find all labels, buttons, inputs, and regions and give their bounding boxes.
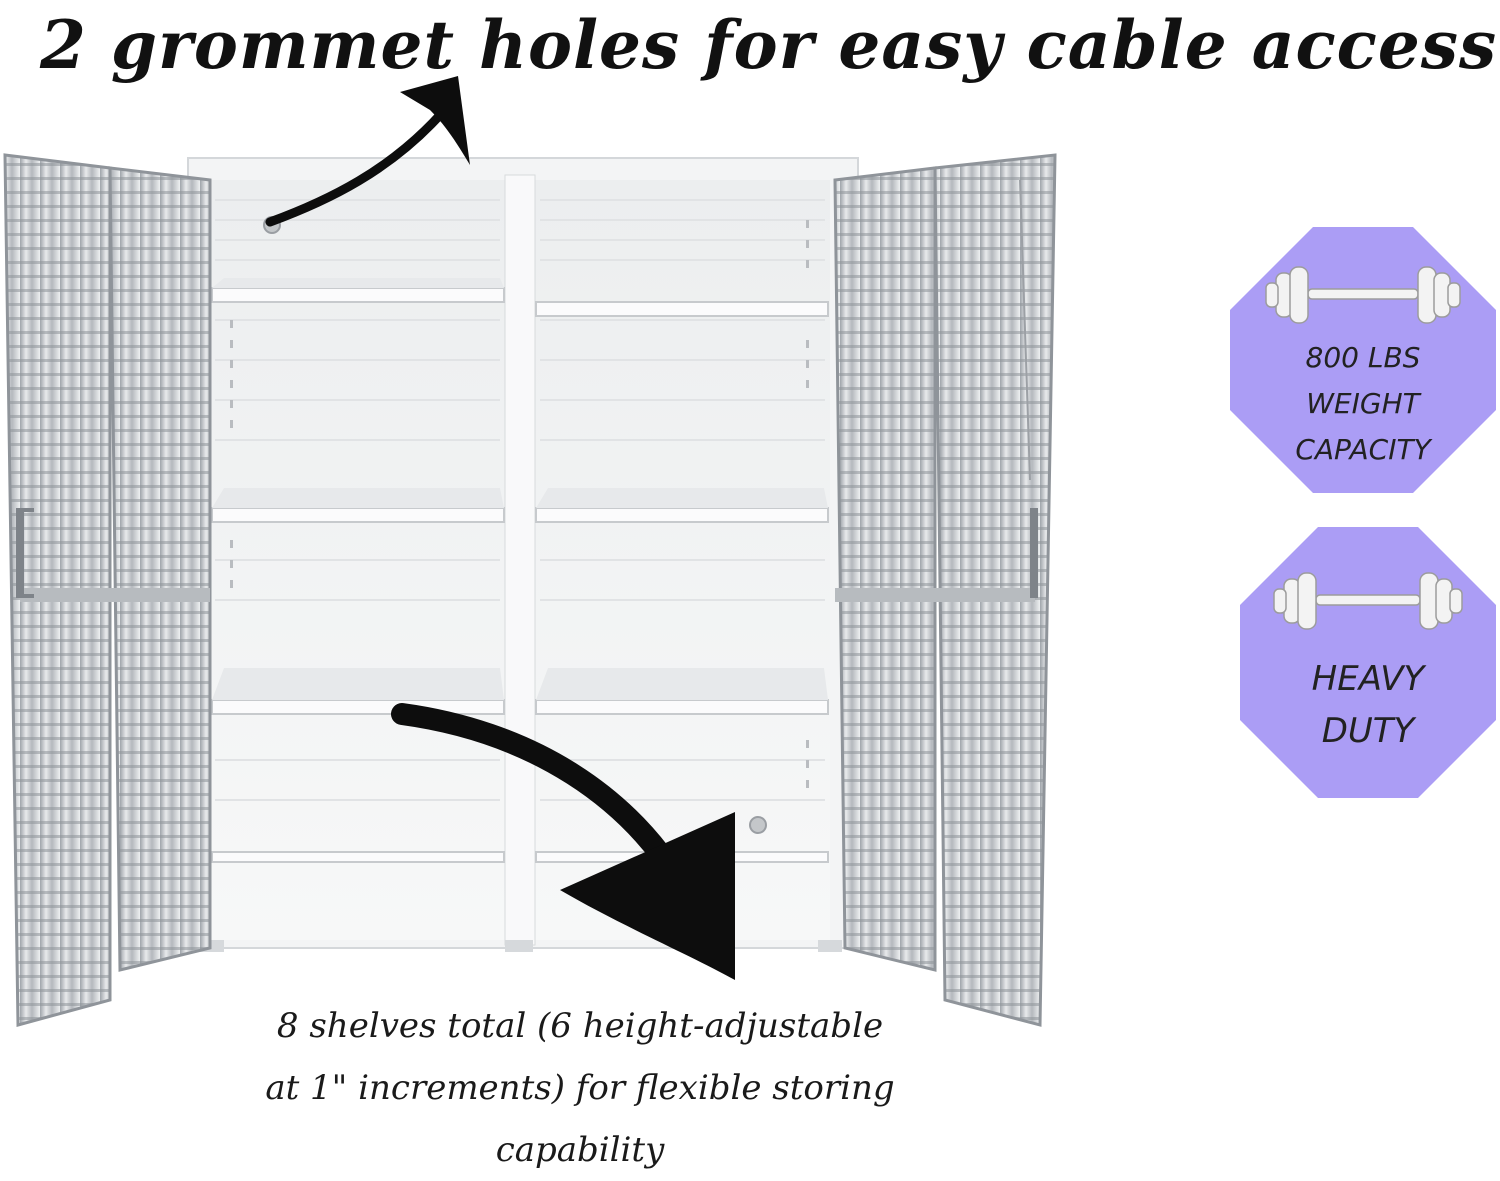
heavy-duty-badge: HEAVY DUTY <box>1238 525 1498 800</box>
shelf <box>211 851 505 863</box>
badge-line: WEIGHT <box>1306 387 1420 420</box>
grommet-hole <box>749 816 767 834</box>
badge-line: 800 LBS <box>1305 341 1421 374</box>
shelves-caption: 8 shelves total (6 height-adjustable at … <box>230 995 930 1181</box>
door-handle <box>16 508 24 598</box>
badge-line: CAPACITY <box>1295 433 1431 466</box>
badge-line: HEAVY <box>1311 659 1425 699</box>
left-door <box>3 153 212 1027</box>
door-handle <box>1030 508 1038 598</box>
weight-capacity-badge: 800 LBS WEIGHT CAPACITY <box>1228 225 1498 495</box>
shelf <box>535 301 829 317</box>
caption-line: capability <box>495 1130 665 1170</box>
right-door <box>833 153 1057 1027</box>
caption-line: 8 shelves total (6 height-adjustable <box>276 1006 884 1046</box>
badge-line: DUTY <box>1321 711 1415 751</box>
dumbbell-icon <box>1273 572 1463 630</box>
cabinet-illustration <box>3 153 1057 1027</box>
door-handle <box>24 508 34 512</box>
headline: 2 grommet holes for easy cable access <box>40 6 1498 84</box>
door-handle <box>24 594 34 598</box>
dumbbell-icon <box>1265 266 1461 324</box>
caption-line: at 1" increments) for flexible storing <box>265 1068 895 1108</box>
